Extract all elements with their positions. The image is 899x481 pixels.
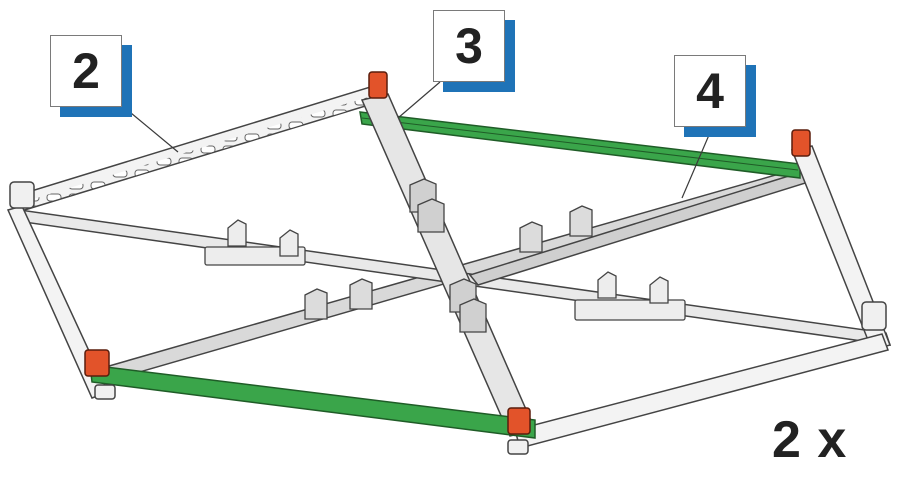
- callout-2: 2: [50, 35, 122, 107]
- callout-2-label: 2: [50, 35, 122, 107]
- callout-4: 4: [674, 55, 746, 127]
- green-beam-bottom: [90, 365, 535, 438]
- callout-3: 3: [433, 10, 505, 82]
- callout-3-label: 3: [433, 10, 505, 82]
- quantity-label: 2 x: [772, 410, 847, 470]
- callout-4-label: 4: [674, 55, 746, 127]
